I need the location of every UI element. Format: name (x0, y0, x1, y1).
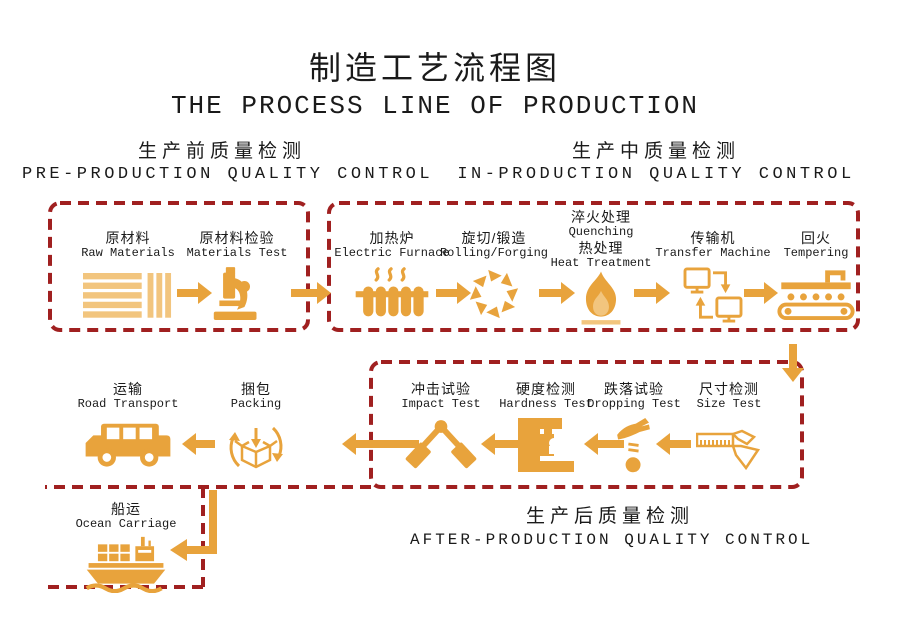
hardness-test-label-zh: 硬度检测 (516, 381, 576, 397)
road-transport-label-en: Road Transport (77, 397, 179, 411)
after-production-title-zh: 生产后质量检测 (525, 506, 694, 527)
heat-treatment-label-zh2: 热处理 (578, 240, 624, 256)
section-in-production: 生产中质量检测 IN-PRODUCTION QUALITY CONTROL (456, 141, 856, 187)
section-after-production: 生产后质量检测 AFTER-PRODUCTION QUALITY CONTROL (410, 506, 810, 552)
diagram-title: 制造工艺流程图 THE PROCESS LINE OF PRODUCTION (0, 50, 870, 122)
materials-test-label-en: Materials Test (186, 246, 288, 260)
heat-treatment-label-en1: Quenching (568, 225, 634, 239)
size-test-label-en: Size Test (696, 397, 762, 411)
title-en: THE PROCESS LINE OF PRODUCTION (170, 91, 700, 121)
dropping-hand-icon (617, 418, 650, 473)
microscope-icon (213, 267, 257, 320)
rotation-arrows-icon (469, 269, 519, 319)
cargo-ship-icon (85, 536, 166, 593)
section-pre-production: 生产前质量检测 PRE-PRODUCTION QUALITY CONTROL (22, 141, 434, 187)
in-production-title-en: IN-PRODUCTION QUALITY CONTROL (457, 165, 855, 184)
after-production-title-en: AFTER-PRODUCTION QUALITY CONTROL (410, 531, 814, 549)
truck-icon (85, 423, 171, 467)
raw-materials-label-zh: 原材料 (105, 230, 151, 246)
ocean-carriage-label-zh: 船运 (111, 501, 141, 517)
step-tempering: 回火 Tempering (751, 230, 881, 321)
ocean-carriage-label-en: Ocean Carriage (75, 517, 177, 531)
materials-test-label-zh: 原材料检验 (199, 230, 275, 246)
step-road-transport: 运输 Road Transport (58, 381, 198, 470)
transfer-machine-icon (683, 267, 743, 323)
transfer-machine-label-zh: 传输机 (690, 230, 736, 246)
step-materials-test: 原材料检验 Materials Test (172, 230, 302, 321)
heat-treatment-label-zh1: 淬火处理 (571, 209, 631, 225)
pre-production-title-en: PRE-PRODUCTION QUALITY CONTROL (22, 165, 434, 184)
electric-furnace-label-zh: 加热炉 (369, 230, 415, 246)
rolling-forging-label-zh: 旋切/锻造 (461, 230, 527, 246)
step-ocean-carriage: 船运 Ocean Carriage (56, 501, 196, 593)
impact-hammers-icon (405, 420, 477, 469)
heat-treatment-label-en2: Heat Treatment (550, 256, 652, 270)
furnace-icon (355, 267, 429, 317)
step-size-test: 尺寸检测 Size Test (669, 381, 789, 470)
step-packing: 捆包 Packing (191, 381, 321, 476)
raw-materials-icon (83, 273, 172, 318)
dropping-test-label-zh: 跌落试验 (604, 381, 664, 397)
conveyor-icon (777, 270, 855, 321)
hardness-press-icon (518, 418, 574, 472)
tempering-label-zh: 回火 (801, 230, 831, 246)
arrow-tempering-down (782, 344, 804, 382)
packing-label-zh: 捆包 (241, 381, 271, 397)
step-heat-treatment: 淬火处理 Quenching 热处理 Heat Treatment (536, 209, 666, 325)
impact-test-label-zh: 冲击试验 (411, 381, 471, 397)
packing-label-en: Packing (230, 397, 282, 411)
tempering-label-en: Tempering (783, 246, 849, 260)
impact-test-label-en: Impact Test (401, 397, 481, 411)
road-transport-label-zh: 运输 (113, 381, 143, 397)
dropping-test-label-en: Dropping Test (587, 397, 681, 411)
raw-materials-label-en: Raw Materials (81, 246, 175, 260)
rolling-forging-label-en: Rolling/Forging (439, 246, 549, 260)
flame-icon (581, 271, 621, 325)
title-zh: 制造工艺流程图 (308, 50, 561, 86)
size-test-label-zh: 尺寸检测 (699, 381, 759, 397)
packing-box-icon (229, 426, 283, 469)
in-production-title-zh: 生产中质量检测 (571, 141, 740, 162)
pre-production-title-zh: 生产前质量检测 (137, 141, 306, 162)
caliper-icon (696, 429, 761, 470)
